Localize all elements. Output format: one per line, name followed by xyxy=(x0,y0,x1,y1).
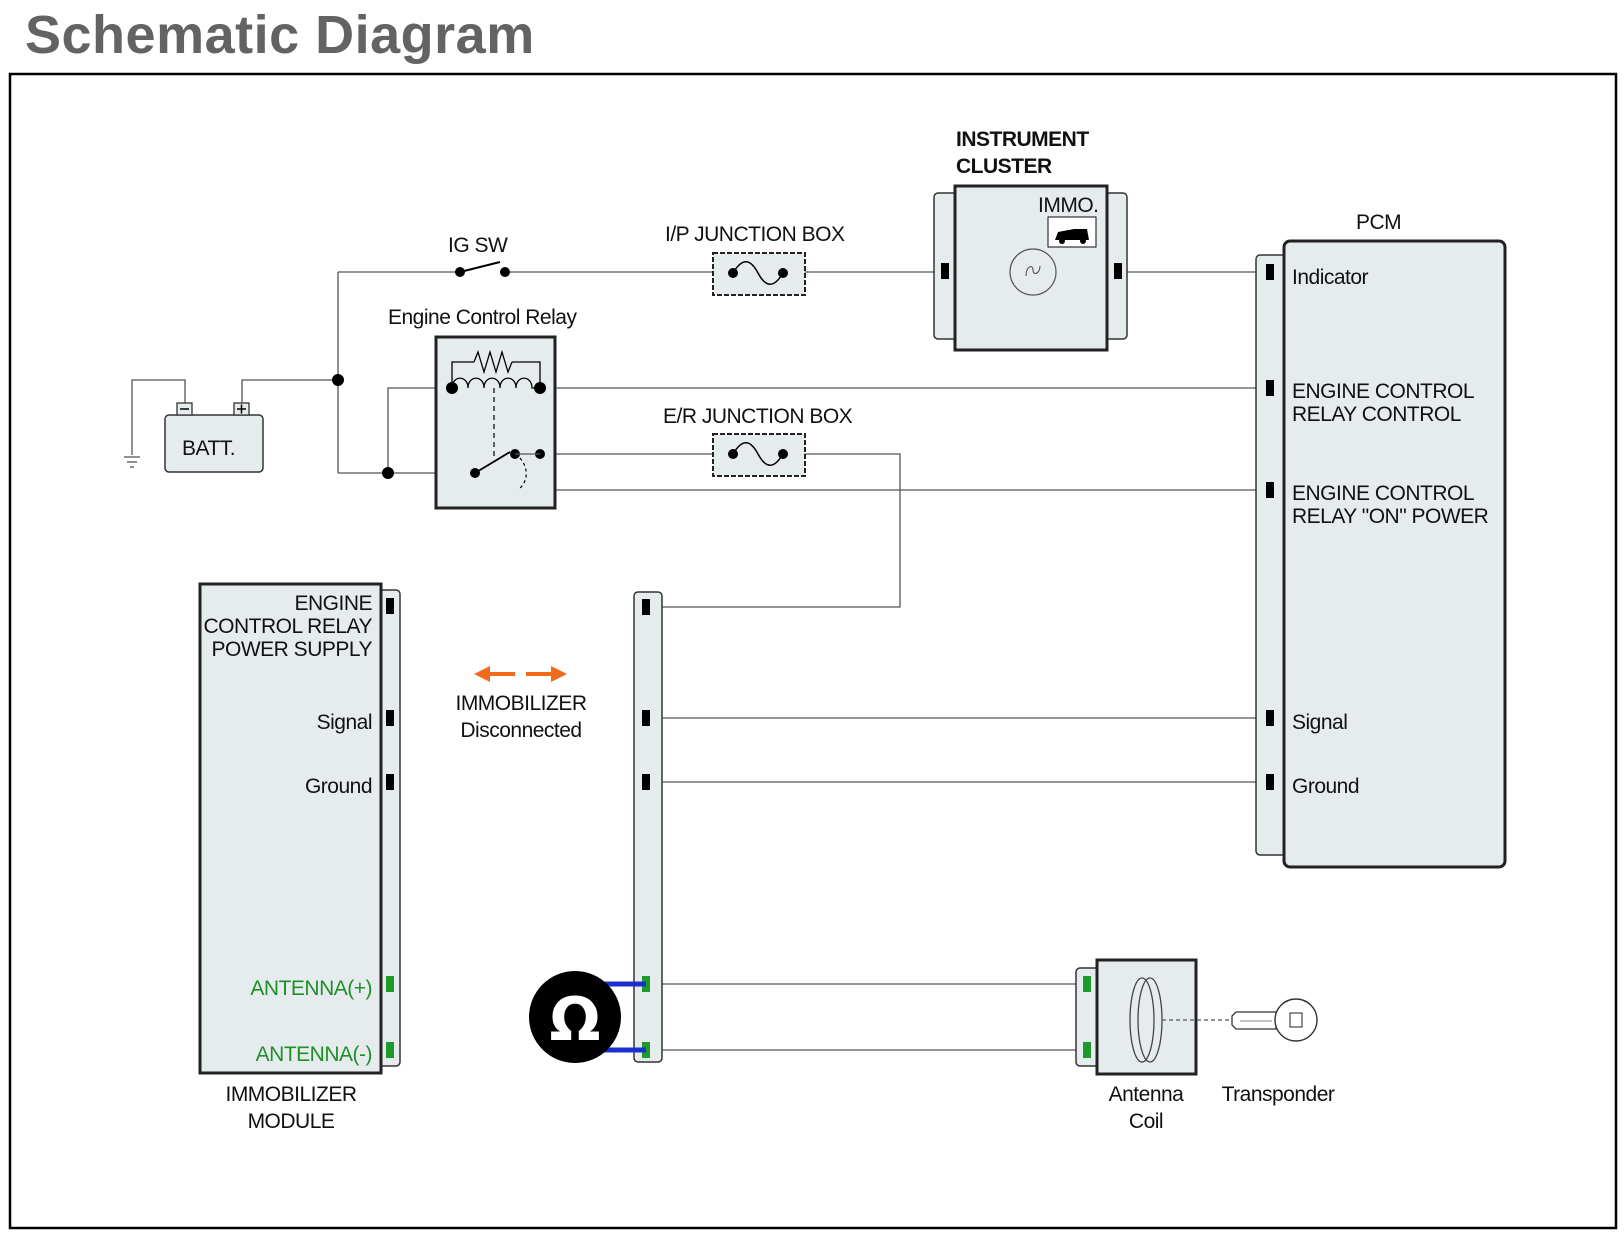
battery-icon xyxy=(164,402,264,473)
transponder-label: Transponder xyxy=(1222,1083,1335,1106)
connector-pin xyxy=(642,710,650,726)
connector-pin xyxy=(1266,774,1274,790)
pcm-ground-label: Ground xyxy=(1292,775,1359,798)
ignition-switch xyxy=(455,261,510,277)
disconnected-label: IMMOBILIZER xyxy=(455,692,586,715)
engine-control-relay xyxy=(434,335,557,510)
pcm-label: PCM xyxy=(1356,211,1401,234)
immobilizer-module xyxy=(198,582,401,1075)
connector-pin xyxy=(1266,264,1274,280)
pcm-indicator-label: Indicator xyxy=(1292,266,1369,289)
imm-module-label: IMMOBILIZER xyxy=(225,1083,356,1106)
key-icon xyxy=(1231,998,1318,1042)
harness-connector xyxy=(633,591,663,1063)
engine-control-relay-label: Engine Control Relay xyxy=(388,306,577,329)
instrument-cluster-label: CLUSTER xyxy=(956,155,1052,178)
connector-pin-antenna xyxy=(1083,976,1091,992)
imm-antenna-neg-label: ANTENNA(-) xyxy=(256,1043,372,1066)
junction-dot xyxy=(382,467,394,479)
page-title: Schematic Diagram xyxy=(25,5,535,65)
pcm-module xyxy=(1255,239,1507,869)
pcm-signal-label: Signal xyxy=(1292,711,1347,734)
connector-pin xyxy=(1266,482,1274,498)
imm-signal-label: Signal xyxy=(317,711,372,734)
indicator-lamp-icon xyxy=(1009,248,1057,296)
connector-pin xyxy=(386,774,394,790)
connector-pin-antenna xyxy=(386,976,394,992)
imm-ecr-label: ENGINE xyxy=(294,592,372,615)
disconnect-arrows-icon xyxy=(474,666,567,682)
car-icon xyxy=(1047,216,1097,248)
pcm-ecr-on-label: ENGINE CONTROL xyxy=(1292,482,1474,505)
er-junction-box xyxy=(712,433,806,477)
diagram-frame xyxy=(8,72,1618,1230)
pcm-ecr-control-label: RELAY CONTROL xyxy=(1292,403,1461,426)
ig-sw-label: IG SW xyxy=(448,234,508,257)
antenna-coil xyxy=(1075,958,1230,1076)
antenna-coil-label: Antenna xyxy=(1109,1083,1185,1106)
disconnected-label: Disconnected xyxy=(460,719,581,742)
connector-pin xyxy=(642,774,650,790)
imm-ecr-label: POWER SUPPLY xyxy=(212,638,373,661)
connector-pin xyxy=(941,263,949,279)
ip-junction-box xyxy=(712,252,806,296)
connector-pin-antenna xyxy=(386,1042,394,1058)
relay-coil-icon xyxy=(446,349,546,458)
imm-ecr-label: CONTROL RELAY xyxy=(203,615,372,638)
immo-label: IMMO. xyxy=(1038,194,1099,217)
antenna-coil-icon xyxy=(1129,977,1230,1063)
connector-pin xyxy=(1266,710,1274,726)
pcm-ecr-on-label: RELAY "ON" POWER xyxy=(1292,505,1489,528)
connector-pin xyxy=(386,710,394,726)
connector-pin xyxy=(642,599,650,615)
pcm-ecr-control-label: ENGINE CONTROL xyxy=(1292,380,1474,403)
antenna-coil-label: Coil xyxy=(1129,1110,1163,1133)
imm-antenna-pos-label: ANTENNA(+) xyxy=(250,977,372,1000)
connector-pin xyxy=(1114,263,1122,279)
er-junction-label: E/R JUNCTION BOX xyxy=(663,405,853,428)
fuse-icon xyxy=(728,261,788,285)
instrument-cluster xyxy=(933,184,1128,352)
battery-label: BATT. xyxy=(182,437,235,460)
junction-dot xyxy=(332,374,344,386)
connector-pin xyxy=(1266,380,1274,396)
ohmmeter-icon xyxy=(529,971,646,1063)
imm-module-label: MODULE xyxy=(248,1110,335,1133)
connector-pin-antenna xyxy=(1083,1042,1091,1058)
instrument-cluster-label: INSTRUMENT xyxy=(956,128,1089,151)
imm-ground-label: Ground xyxy=(305,775,372,798)
ground-icon xyxy=(124,456,140,468)
ohm-symbol: Ω xyxy=(549,985,600,1055)
fuse-icon xyxy=(728,442,788,466)
connector-pin xyxy=(386,598,394,614)
ip-junction-label: I/P JUNCTION BOX xyxy=(665,223,845,246)
